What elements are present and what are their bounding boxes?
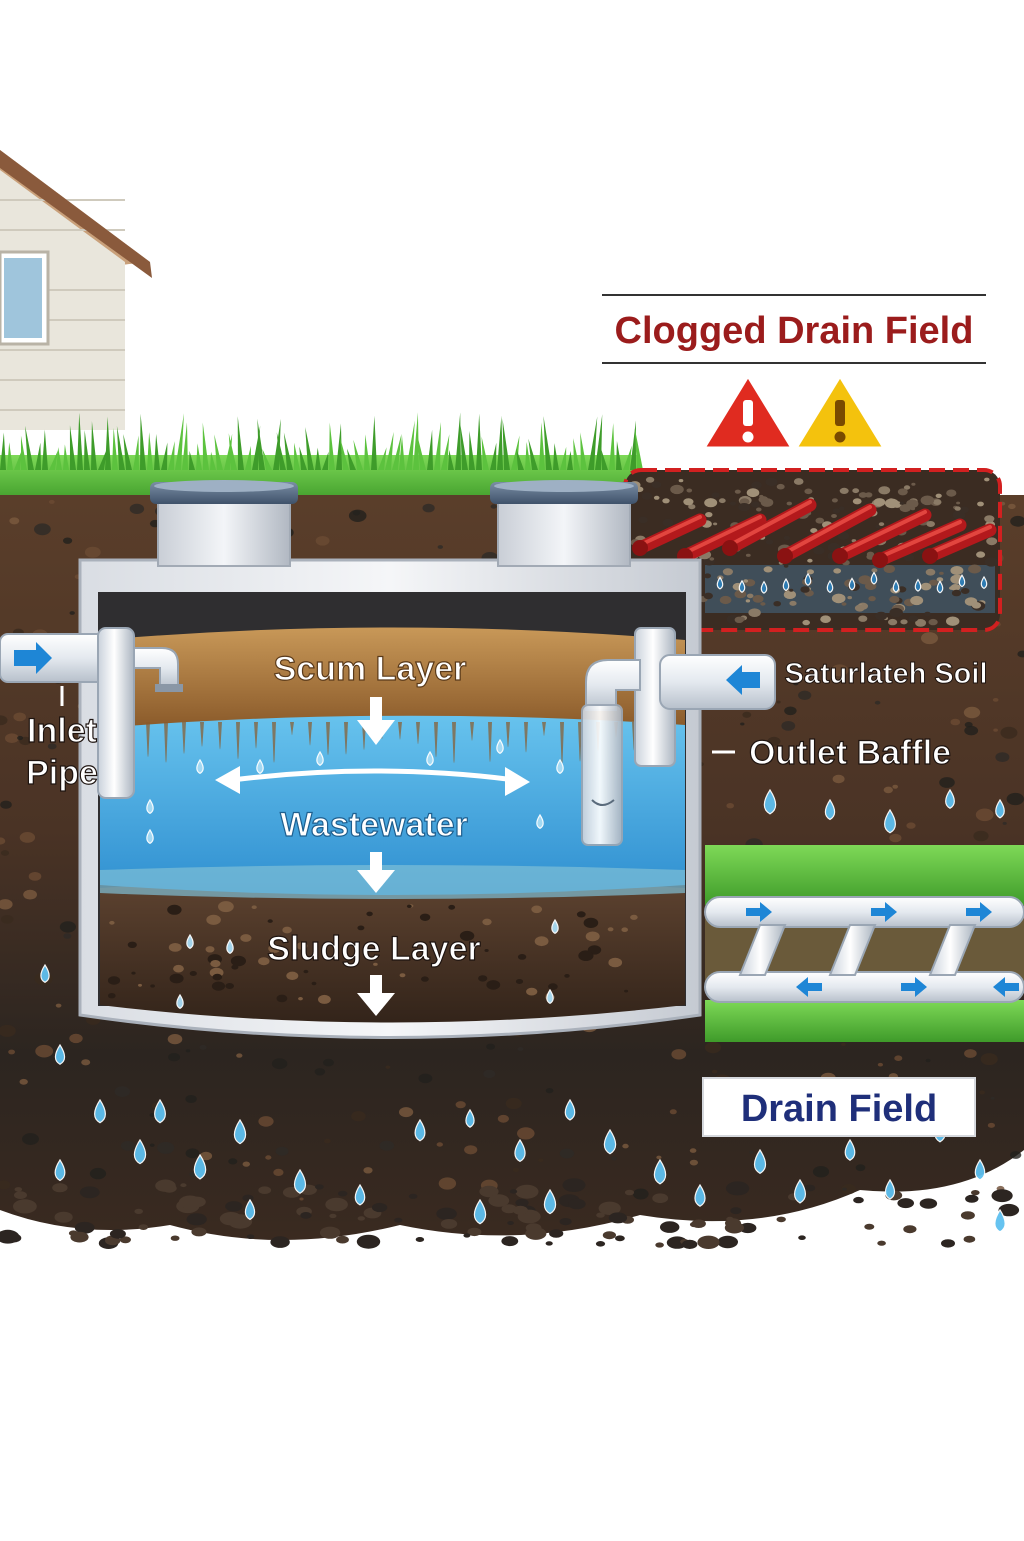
warning-triangle-icon [702, 374, 794, 450]
scum-region [100, 627, 685, 728]
outlet-flow-arrow-icon [726, 665, 760, 695]
inlet-pipe-label: Inlet [27, 712, 97, 750]
inlet-pipe [0, 627, 183, 799]
inlet-pipe-label-line2: Pipe [26, 754, 98, 792]
lateral-flow-arrow-icon [231, 768, 516, 783]
caution-triangle-icon [794, 374, 886, 450]
lateral-flow-arrow-left-icon [215, 766, 240, 794]
saturated-soil-label: Saturlateh Soil [784, 658, 987, 690]
drain-field-pipes [704, 896, 1024, 1003]
tank-riser-right [490, 480, 638, 567]
septic-tank [78, 558, 702, 1039]
scum-down-arrow-icon [357, 697, 395, 745]
house-icon [0, 150, 152, 430]
sludge-down-arrow-icon [357, 975, 395, 1016]
lateral-flow-arrow-right-icon [505, 767, 530, 796]
sludge-region [100, 879, 685, 1023]
inlet-flow-arrow-icon [14, 642, 52, 674]
outlet-baffle [581, 627, 776, 846]
scum-layer-label: Scum Layer [274, 650, 467, 688]
wastewater-down-arrow-icon [357, 852, 395, 893]
outlet-baffle-label: Outlet Baffle [749, 734, 951, 772]
clogged-drain-field-title: Clogged Drain Field [615, 310, 974, 352]
loose-pebbles [0, 1178, 1020, 1250]
sludge-layer-label: Sludge Layer [267, 930, 481, 968]
drain-field-label-box [702, 1077, 976, 1137]
tank-riser-left [150, 480, 298, 567]
wastewater-region [100, 700, 685, 895]
clogged-pipes [632, 498, 997, 568]
drain-field-label: Drain Field [741, 1088, 937, 1130]
wastewater-label: Wastewater [280, 806, 468, 844]
